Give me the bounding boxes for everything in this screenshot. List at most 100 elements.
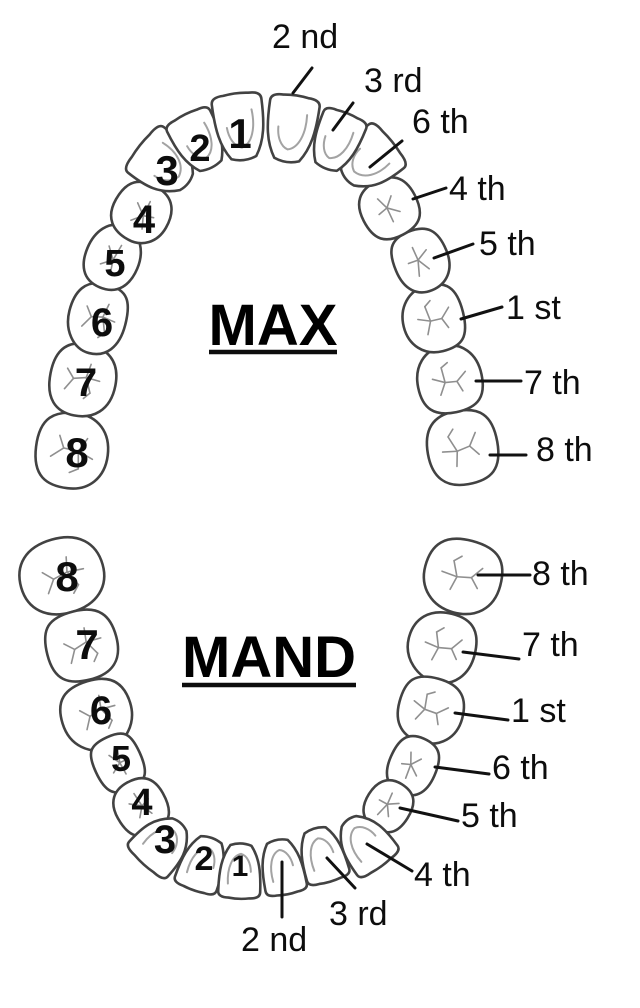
eruption-label-mand-right-8: 8 th <box>532 555 589 593</box>
tooth-mand-left-3 <box>126 817 189 880</box>
tooth-max-left-6 <box>66 281 130 356</box>
tooth-max-left-4 <box>109 180 173 245</box>
occlusal-grooves <box>80 303 116 339</box>
occlusal-grooves <box>130 200 155 230</box>
tooth-mand-right-8 <box>422 537 504 616</box>
tooth-max-left-2 <box>165 105 224 173</box>
tooth-max-left-1 <box>210 91 265 162</box>
eruption-label-max-right-7: 7 th <box>524 364 581 402</box>
mand-title: MAND <box>182 625 356 690</box>
occlusal-grooves <box>63 363 101 400</box>
eruption-label-max-right-4: 4 th <box>449 170 506 208</box>
eruption-label-max-right-6: 1 st <box>506 289 561 327</box>
leader-line-mand-right-7 <box>461 650 521 661</box>
tooth-number-mand-left-5: 5 <box>111 738 131 779</box>
occlusal-grooves <box>417 299 450 336</box>
tooth-max-right-2 <box>312 106 368 173</box>
leader-line-mand-right-3 <box>365 842 414 873</box>
tooth-number-mand-left-8: 8 <box>55 553 78 600</box>
occlusal-grooves <box>108 746 129 775</box>
leader-line-max-right-4 <box>411 186 448 201</box>
eruption-label-mand-right-7: 7 th <box>522 626 579 664</box>
occlusal-grooves <box>413 691 450 726</box>
tooth-number-max-left-2: 2 <box>189 128 210 170</box>
eruption-label-mand-right-1: 2 nd <box>241 921 307 959</box>
tooth-max-right-6 <box>401 282 467 354</box>
occlusal-grooves <box>407 246 431 277</box>
lingual-line <box>351 147 391 177</box>
lingual-line <box>349 826 377 863</box>
eruption-label-max-right-3: 6 th <box>412 103 469 141</box>
occlusal-grooves <box>49 434 94 474</box>
tooth-mand-right-7 <box>406 611 478 685</box>
lingual-line <box>226 852 252 885</box>
leader-line-mand-right-6 <box>453 711 510 722</box>
leader-line-max-right-1 <box>291 66 314 95</box>
occlusal-grooves <box>41 556 85 595</box>
lingual-line <box>142 828 179 855</box>
tooth-mand-right-1 <box>261 838 309 898</box>
occlusal-grooves <box>376 195 401 223</box>
lingual-line <box>309 837 335 872</box>
lingual-line <box>277 114 309 151</box>
leader-line-mand-right-4 <box>398 806 460 823</box>
eruption-label-mand-right-5: 6 th <box>492 749 549 787</box>
eruption-label-max-right-2: 3 rd <box>364 62 423 100</box>
eruption-label-max-right-8: 8 th <box>536 431 593 469</box>
occlusal-grooves <box>441 428 480 468</box>
tooth-number-max-left-1: 1 <box>228 110 251 157</box>
tooth-max-left-8 <box>34 411 110 490</box>
tooth-number-mand-left-7: 7 <box>75 621 98 668</box>
tooth-number-mand-left-3: 3 <box>154 818 176 862</box>
tooth-number-mand-left-1: 1 <box>232 850 249 883</box>
tooth-number-max-left-5: 5 <box>104 243 125 285</box>
eruption-label-mand-right-2: 3 rd <box>329 895 388 933</box>
tooth-max-right-5 <box>390 227 451 294</box>
tooth-number-mand-left-4: 4 <box>131 782 152 824</box>
occlusal-grooves <box>63 627 102 665</box>
occlusal-grooves <box>400 751 423 780</box>
tooth-mand-left-2 <box>173 834 225 896</box>
eruption-label-max-right-1: 2 nd <box>272 18 338 56</box>
eruption-label-max-right-5: 5 th <box>479 225 536 263</box>
tooth-number-max-left-6: 6 <box>91 301 113 345</box>
leader-line-max-right-6 <box>459 305 504 321</box>
tooth-number-max-left-7: 7 <box>75 361 97 405</box>
occlusal-grooves <box>424 627 463 661</box>
eruption-label-mand-right-6: 1 st <box>511 692 566 730</box>
leader-line-max-right-3 <box>368 139 404 169</box>
leader-line-max-right-5 <box>432 242 475 260</box>
tooth-number-max-left-4: 4 <box>133 198 156 242</box>
tooth-max-right-1 <box>266 92 321 164</box>
lingual-line <box>322 131 355 159</box>
tooth-number-max-left-8: 8 <box>65 429 88 476</box>
tooth-max-right-4 <box>357 176 422 241</box>
occlusal-grooves <box>78 694 116 731</box>
lingual-line <box>185 846 216 874</box>
tooth-number-mand-left-2: 2 <box>195 840 214 878</box>
leader-line-max-right-2 <box>331 101 355 132</box>
tooth-max-right-8 <box>425 408 500 487</box>
tooth-mand-right-6 <box>396 675 466 745</box>
occlusal-grooves <box>376 792 400 818</box>
eruption-label-mand-right-3: 4 th <box>414 856 471 894</box>
leader-line-mand-right-2 <box>325 856 357 890</box>
occlusal-grooves <box>99 244 124 275</box>
lingual-line <box>225 108 255 149</box>
occlusal-grooves <box>431 361 467 397</box>
tooth-number-mand-left-6: 6 <box>90 689 112 733</box>
occlusal-grooves <box>441 555 484 591</box>
lingual-line <box>153 141 182 182</box>
tooth-mand-left-7 <box>43 608 120 683</box>
tooth-number-max-left-3: 3 <box>155 147 178 194</box>
lingual-line <box>270 849 294 883</box>
eruption-label-mand-right-4: 5 th <box>461 797 518 835</box>
leader-line-mand-right-5 <box>433 765 491 776</box>
occlusal-grooves <box>128 792 153 819</box>
tooth-mand-left-8 <box>18 535 106 616</box>
tooth-mand-left-1 <box>216 842 262 901</box>
